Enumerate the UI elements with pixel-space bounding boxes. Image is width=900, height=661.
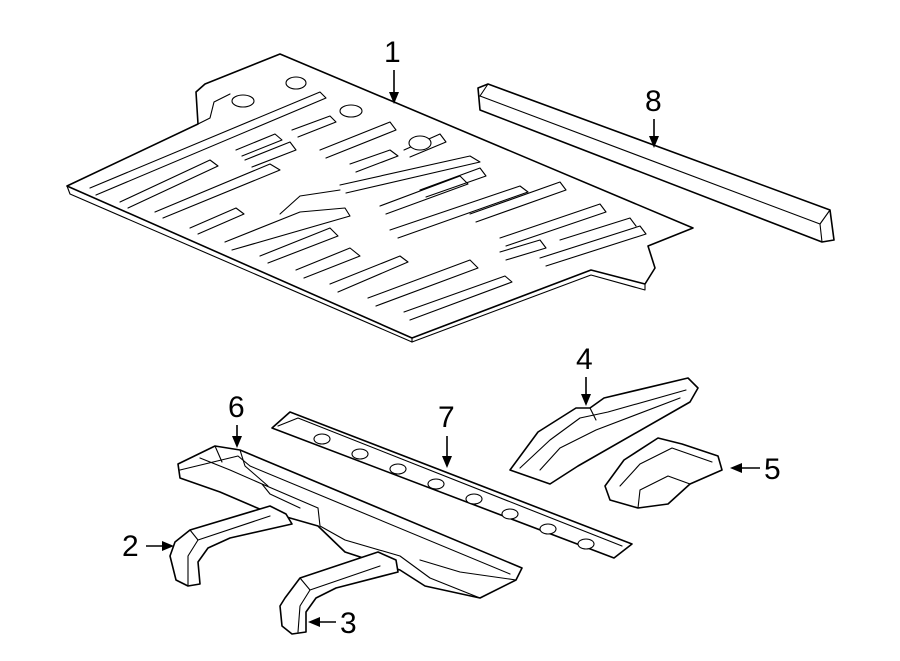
floor-pan-part[interactable] (66, 53, 694, 343)
bracket-part-5[interactable] (604, 437, 723, 509)
callout-label-4: 4 (576, 343, 593, 376)
bracket-part-4[interactable] (509, 377, 699, 485)
bracket-part-3[interactable] (279, 551, 399, 635)
callout-1: 1 (384, 36, 401, 104)
callout-6: 6 (228, 391, 245, 448)
callout-label-8: 8 (645, 85, 662, 118)
callout-label-6: 6 (228, 391, 245, 424)
callout-label-5: 5 (764, 453, 781, 486)
callout-2: 2 (122, 530, 174, 563)
crossmember-part-7[interactable] (271, 411, 633, 559)
callout-4: 4 (576, 343, 593, 406)
callout-label-3: 3 (340, 607, 357, 640)
callout-5: 5 (730, 453, 781, 486)
callout-label-1: 1 (384, 36, 401, 69)
rail-part[interactable] (477, 83, 835, 243)
crossmember-part[interactable] (177, 445, 523, 599)
callout-7: 7 (438, 401, 455, 468)
callout-label-7: 7 (438, 401, 455, 434)
bracket-part-2[interactable] (169, 505, 293, 587)
callout-label-2: 2 (122, 530, 139, 563)
callout-3: 3 (308, 607, 357, 640)
callout-8: 8 (645, 85, 662, 148)
